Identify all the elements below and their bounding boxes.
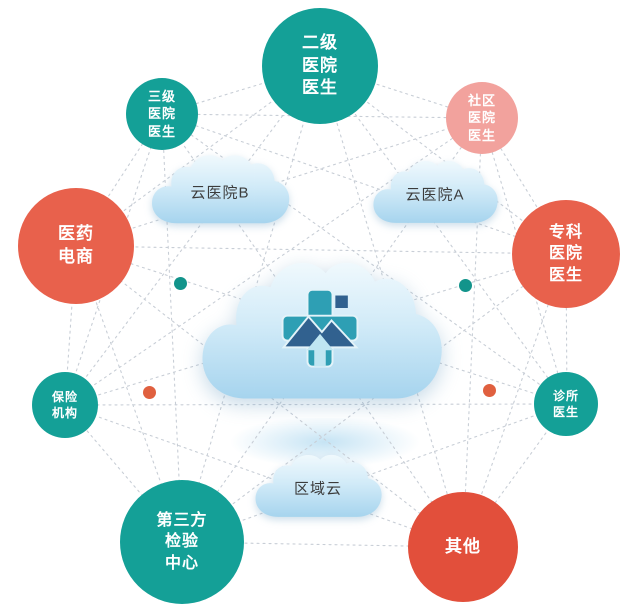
node-third-party-testing-center: 第三方 检验 中心 <box>120 480 244 604</box>
node-label: 其他 <box>445 536 481 556</box>
node-pharma-ecommerce: 医药 电商 <box>18 188 134 304</box>
node-other: 其他 <box>408 492 518 602</box>
node-tier2-hospital-doctors: 二级 医院 医生 <box>262 8 378 124</box>
cloud-hospital-a: 云医院A <box>368 156 502 230</box>
connector-dot-lower-left <box>143 386 156 399</box>
node-insurance-institution: 保险 机构 <box>32 372 98 438</box>
node-community-hospital-doctors: 社区 医院 医生 <box>446 82 518 154</box>
node-label: 专科 医院 医生 <box>548 223 583 284</box>
node-clinic-doctors: 诊所 医生 <box>534 372 598 436</box>
cloud-a-label: 云医院A <box>405 186 465 204</box>
regional-cloud-label: 区域云 <box>293 480 342 498</box>
cloud-hospital-b: 云医院B <box>146 150 294 231</box>
node-label: 三级 医院 医生 <box>147 88 176 139</box>
node-label: 医药 电商 <box>58 224 94 266</box>
cloud-regional: 区域云 <box>250 450 386 524</box>
node-tier3-hospital-doctors: 三级 医院 医生 <box>126 78 198 150</box>
node-label: 二级 医院 医生 <box>302 32 338 98</box>
node-label: 第三方 检验 中心 <box>156 511 208 572</box>
connector-dot-right <box>459 279 472 292</box>
connector-dot-left <box>174 277 187 290</box>
node-label: 社区 医院 医生 <box>467 92 496 143</box>
medical-cross-cloud-icon <box>272 284 368 385</box>
node-label: 保险 机构 <box>51 389 78 420</box>
connector-dot-lower-right <box>483 384 496 397</box>
node-label: 诊所 医生 <box>552 388 579 419</box>
cloud-b-label: 云医院B <box>190 184 250 202</box>
node-specialist-hospital-doctors: 专科 医院 医生 <box>512 200 620 308</box>
